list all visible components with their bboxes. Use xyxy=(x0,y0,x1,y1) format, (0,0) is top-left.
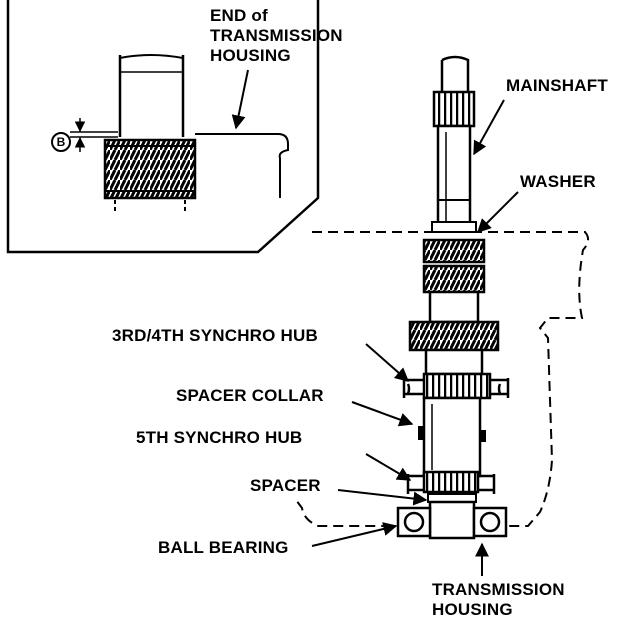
synchro-hub-5-part xyxy=(406,470,496,494)
leader-lines xyxy=(311,99,519,576)
synchro-hub-5-label: 5TH SYNCHRO HUB xyxy=(136,428,303,447)
transmission-housing-line2: HOUSING xyxy=(432,600,513,619)
transmission-housing-line1: TRANSMISSION xyxy=(432,580,565,599)
mainshaft-spline xyxy=(432,90,476,128)
washer-label: WASHER xyxy=(520,172,596,191)
spacer-label: SPACER xyxy=(250,476,321,495)
clearance-b-circle xyxy=(51,132,71,152)
gear-3 xyxy=(408,320,500,352)
synchro-hub-3-4-part xyxy=(402,372,510,400)
end-of-housing-line2: TRANSMISSION xyxy=(210,26,343,45)
mainshaft-label: MAINSHAFT xyxy=(506,76,608,95)
gear-2 xyxy=(422,264,486,294)
ball-bearing-label: BALL BEARING xyxy=(158,538,289,557)
ball-bearing-part xyxy=(396,506,508,538)
end-of-housing-line1: END of xyxy=(210,6,268,25)
washer-part xyxy=(431,221,477,233)
transmission-housing-label: TRANSMISSION HOUSING xyxy=(432,580,565,620)
end-of-housing-label: END of TRANSMISSION HOUSING xyxy=(210,6,343,66)
gear-1 xyxy=(422,238,486,264)
end-of-housing-line3: HOUSING xyxy=(210,46,291,65)
clearance-b-label: B xyxy=(56,135,66,149)
synchro-hub-3-4-label: 3RD/4TH SYNCHRO HUB xyxy=(112,326,318,345)
main-assembly xyxy=(295,55,589,576)
spacer-collar-part xyxy=(422,396,482,478)
detail-inset xyxy=(6,0,320,254)
spacer-collar-label: SPACER COLLAR xyxy=(176,386,324,405)
